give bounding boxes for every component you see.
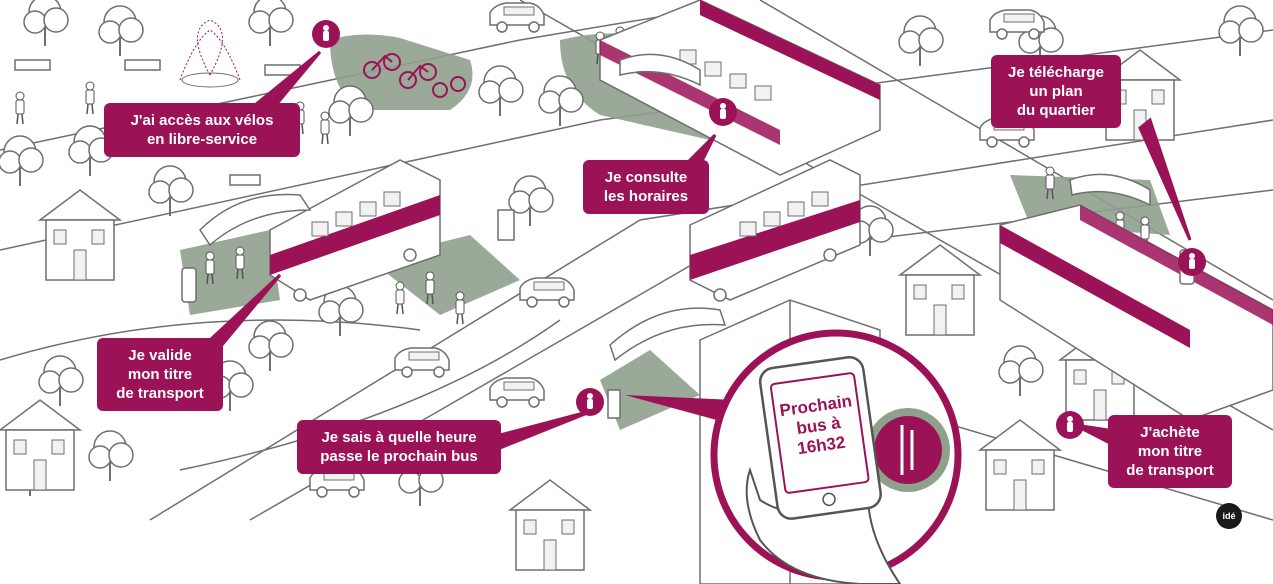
bus-icon: [689, 159, 861, 302]
phone-screen-text: Prochain bus à 16h32: [778, 391, 854, 459]
bicycle-icon: [363, 53, 466, 98]
label-bikes-self-service: J'ai accès aux vélos en libre-service: [104, 103, 300, 157]
publisher-logo: idé: [1216, 503, 1242, 529]
smartphone-icon: [758, 356, 882, 520]
tram-icon: [999, 204, 1273, 421]
label-consult-schedules: Je consulte les horaires: [583, 160, 709, 214]
label-next-bus-time: Je sais à quelle heure passe le prochain…: [297, 420, 501, 474]
fountain-icon: [179, 19, 241, 88]
label-download-map: Je télécharge un plan du quartier: [991, 55, 1121, 128]
label-buy-ticket: J'achète mon titre de transport: [1108, 415, 1232, 488]
label-validate-ticket: Je valide mon titre de transport: [97, 338, 223, 411]
pointer-lines: [207, 50, 1192, 451]
ticket-machine-icon: [181, 209, 1195, 419]
phone-pointer: [625, 395, 735, 425]
bus-shelter-icon: [199, 53, 1151, 362]
bus-icon: [269, 159, 441, 302]
tram-icon: [599, 0, 881, 176]
